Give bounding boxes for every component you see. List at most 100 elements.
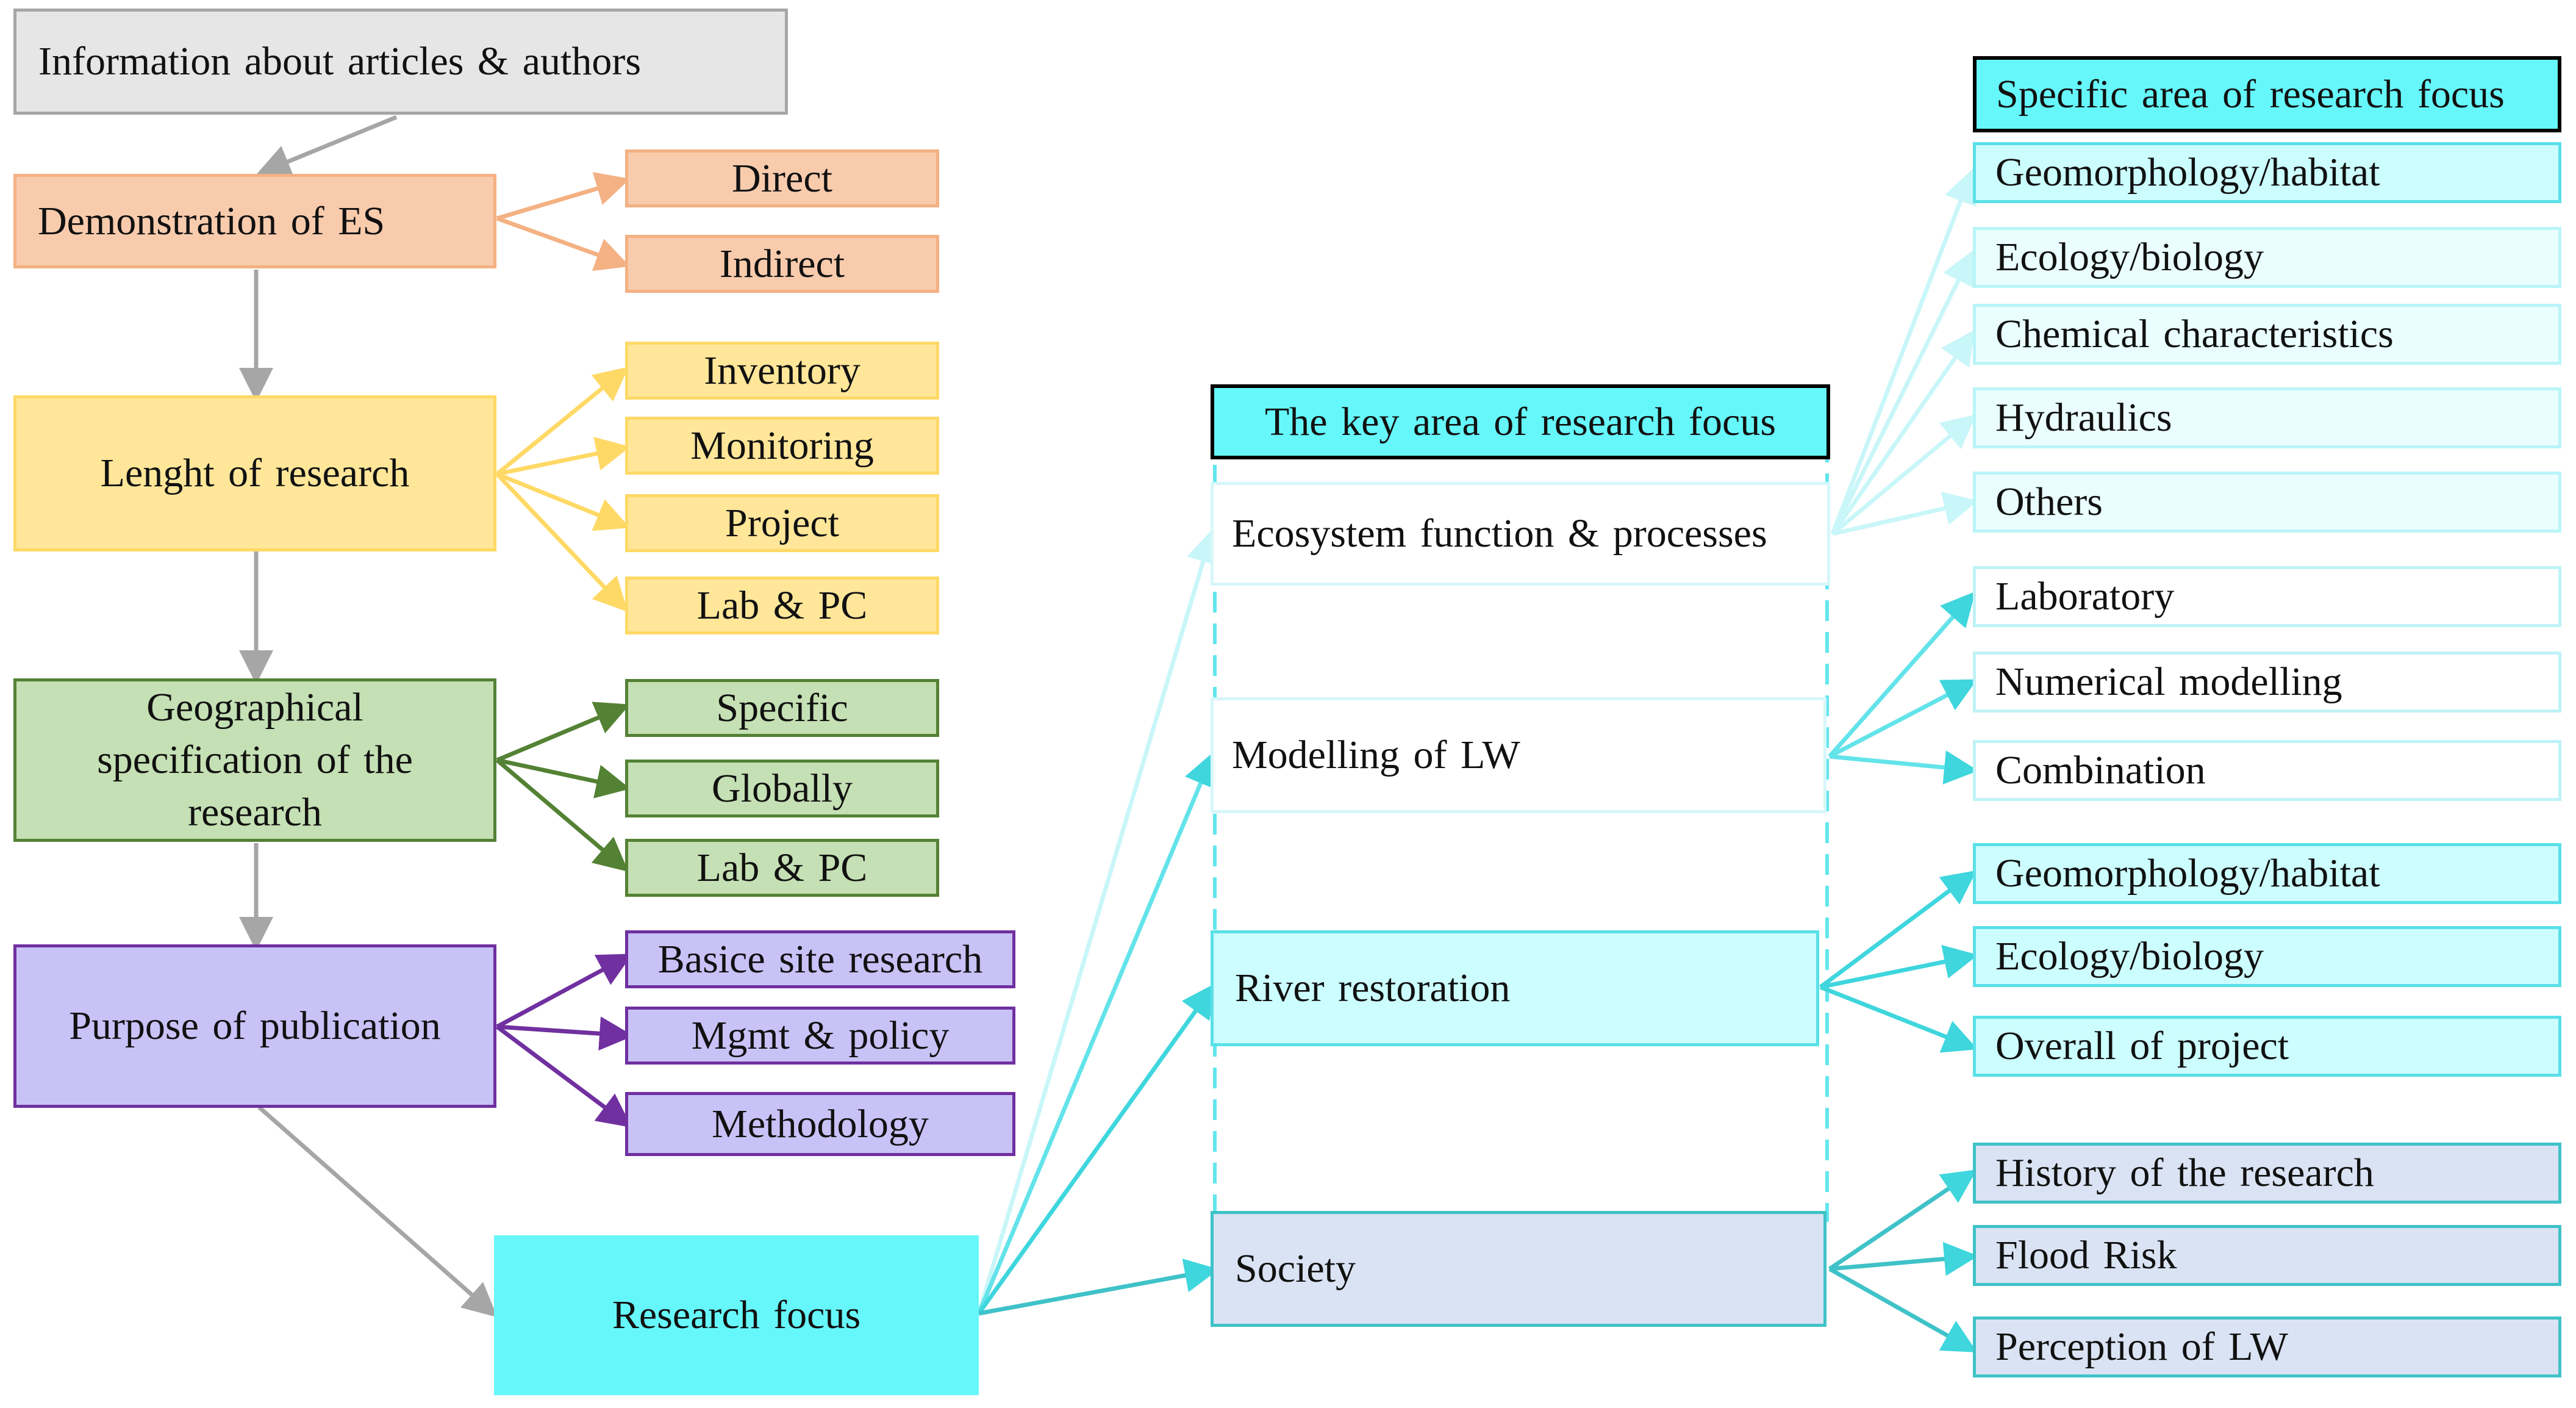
option-inventory-text: Inventory <box>704 348 860 393</box>
specific-society-flood-text: Flood Risk <box>1995 1233 2177 1277</box>
specific-modelling-combination: Combination <box>1973 740 2561 801</box>
length-text: Lenght of research <box>100 451 410 495</box>
research-focus-text: Research focus <box>612 1293 861 1337</box>
specific-modelling-numerical: Numerical modelling <box>1973 652 2561 713</box>
arrow-modelling-laboratory <box>1828 591 1976 758</box>
arrow-title-to-demonstration <box>256 115 398 178</box>
key-area-header: The key area of research focus <box>1211 384 1830 459</box>
arrow-ecosystem-others <box>1832 491 1978 536</box>
arrow-focus-ecosystem <box>976 528 1220 1315</box>
arrow-ecosystem-chemical <box>1831 329 1975 536</box>
arrow-length-monitoring <box>496 436 631 476</box>
arrow-length-inventory <box>495 367 629 476</box>
specific-modelling-laboratory: Laboratory <box>1973 566 2561 627</box>
key-area-society-text: Society <box>1235 1246 1356 1291</box>
specific-ecosystem-geomorphology: Geomorphology/habitat <box>1973 142 2561 203</box>
option-indirect-text: Indirect <box>719 241 845 286</box>
option-monitoring-text: Monitoring <box>690 423 874 468</box>
option-length-labpc: Lab & PC <box>625 576 939 634</box>
specific-ecosystem-chemical-text: Chemical characteristics <box>1995 312 2394 356</box>
specific-society-perception-text: Perception of LW <box>1995 1324 2288 1369</box>
specific-restoration-geomorphology-text: Geomorphology/habitat <box>1995 851 2380 896</box>
arrow-purpose-methodology <box>495 1025 632 1128</box>
option-specific-text: Specific <box>716 685 848 730</box>
length-box: Lenght of research <box>13 395 496 551</box>
arrow-restoration-overall <box>1819 985 1978 1053</box>
specific-modelling-combination-text: Combination <box>1995 748 2206 792</box>
specific-modelling-laboratory-text: Laboratory <box>1995 574 2175 619</box>
arrow-society-perception <box>1828 1266 1978 1352</box>
option-mgmt-policy: Mgmt & policy <box>625 1007 1015 1065</box>
specific-ecosystem-others: Others <box>1973 472 2561 533</box>
specific-ecosystem-hydraulics: Hydraulics <box>1973 387 2561 448</box>
key-area-modelling-text: Modelling of LW <box>1232 733 1520 777</box>
specific-modelling-numerical-text: Numerical modelling <box>1995 659 2342 704</box>
option-geo-labpc: Lab & PC <box>625 839 939 897</box>
arrow-geographical-globally <box>496 758 631 799</box>
option-methodology-text: Methodology <box>712 1101 929 1146</box>
option-globally: Globally <box>625 760 939 817</box>
option-direct-text: Direct <box>732 156 832 201</box>
demonstration-text: Demonstration of ES <box>38 198 385 243</box>
purpose-text: Purpose of publication <box>69 1004 441 1048</box>
option-length-labpc-text: Lab & PC <box>696 583 868 628</box>
key-area-modelling: Modelling of LW <box>1211 697 1826 813</box>
specific-society-history: History of the research <box>1973 1143 2561 1204</box>
option-direct: Direct <box>625 149 939 207</box>
option-specific: Specific <box>625 679 939 737</box>
arrow-society-flood <box>1829 1241 1978 1276</box>
specific-ecosystem-ecology-text: Ecology/biology <box>1995 235 2264 279</box>
purpose-box: Purpose of publication <box>13 944 496 1108</box>
specific-restoration-ecology-text: Ecology/biology <box>1995 934 2264 979</box>
arrow-focus-restoration <box>977 983 1216 1315</box>
option-monitoring: Monitoring <box>625 417 939 475</box>
arrow-ecosystem-ecology <box>1830 250 1974 535</box>
specific-restoration-overall-text: Overall of project <box>1995 1024 2289 1068</box>
option-basic-site: Basice site research <box>625 930 1015 988</box>
option-geo-labpc-text: Lab & PC <box>696 845 868 890</box>
specific-society-history-text: History of the research <box>1995 1151 2374 1195</box>
arrow-focus-modelling <box>976 752 1217 1315</box>
arrow-demonstration-direct <box>496 172 631 221</box>
title-box: Information about articles & authors <box>13 9 788 115</box>
geographical-text: Geographical specification of the resear… <box>97 685 413 835</box>
key-area-header-text: The key area of research focus <box>1264 399 1776 444</box>
option-project: Project <box>625 494 939 552</box>
demonstration-box: Demonstration of ES <box>13 174 496 268</box>
option-inventory: Inventory <box>625 342 939 400</box>
key-area-restoration: River restoration <box>1211 930 1819 1046</box>
arrow-geographical-specific <box>496 702 630 763</box>
option-basic-site-text: Basice site research <box>657 936 983 982</box>
arrow-length-labpc <box>495 472 628 612</box>
specific-area-header-text: Specific area of research focus <box>1996 71 2505 117</box>
key-area-ecosystem-text: Ecosystem function & processes <box>1232 511 1767 556</box>
geographical-box: Geographical specification of the resear… <box>13 678 496 842</box>
arrow-society-history <box>1828 1169 1977 1271</box>
arrow-purpose-mgmt <box>496 1016 634 1051</box>
option-indirect: Indirect <box>625 235 939 293</box>
arrow-modelling-numerical <box>1828 679 1978 759</box>
arrow-focus-society <box>978 1259 1219 1316</box>
specific-society-perception: Perception of LW <box>1973 1316 2561 1377</box>
research-focus-box: Research focus <box>494 1235 979 1395</box>
key-area-restoration-text: River restoration <box>1235 966 1511 1010</box>
key-area-society: Society <box>1211 1211 1826 1327</box>
specific-ecosystem-ecology: Ecology/biology <box>1973 227 2561 288</box>
specific-restoration-ecology: Ecology/biology <box>1973 926 2561 987</box>
option-project-text: Project <box>725 500 839 545</box>
title-text: Information about articles & authors <box>38 39 642 84</box>
key-area-ecosystem: Ecosystem function & processes <box>1211 482 1830 586</box>
arrow-ecosystem-geomorphology <box>1830 168 1977 535</box>
specific-society-flood: Flood Risk <box>1973 1225 2561 1286</box>
arrow-geographical-labpc <box>495 758 629 872</box>
specific-area-header: Specific area of research focus <box>1973 56 2561 132</box>
arrow-restoration-ecology <box>1820 944 1978 990</box>
arrow-restoration-geomorphology <box>1819 870 1977 989</box>
option-mgmt-policy-text: Mgmt & policy <box>691 1013 950 1058</box>
arrow-demonstration-indirect <box>496 216 631 271</box>
specific-ecosystem-others-text: Others <box>1995 480 2103 524</box>
arrow-ecosystem-hydraulics <box>1831 414 1977 536</box>
option-globally-text: Globally <box>712 766 853 811</box>
specific-ecosystem-hydraulics-text: Hydraulics <box>1995 395 2172 440</box>
